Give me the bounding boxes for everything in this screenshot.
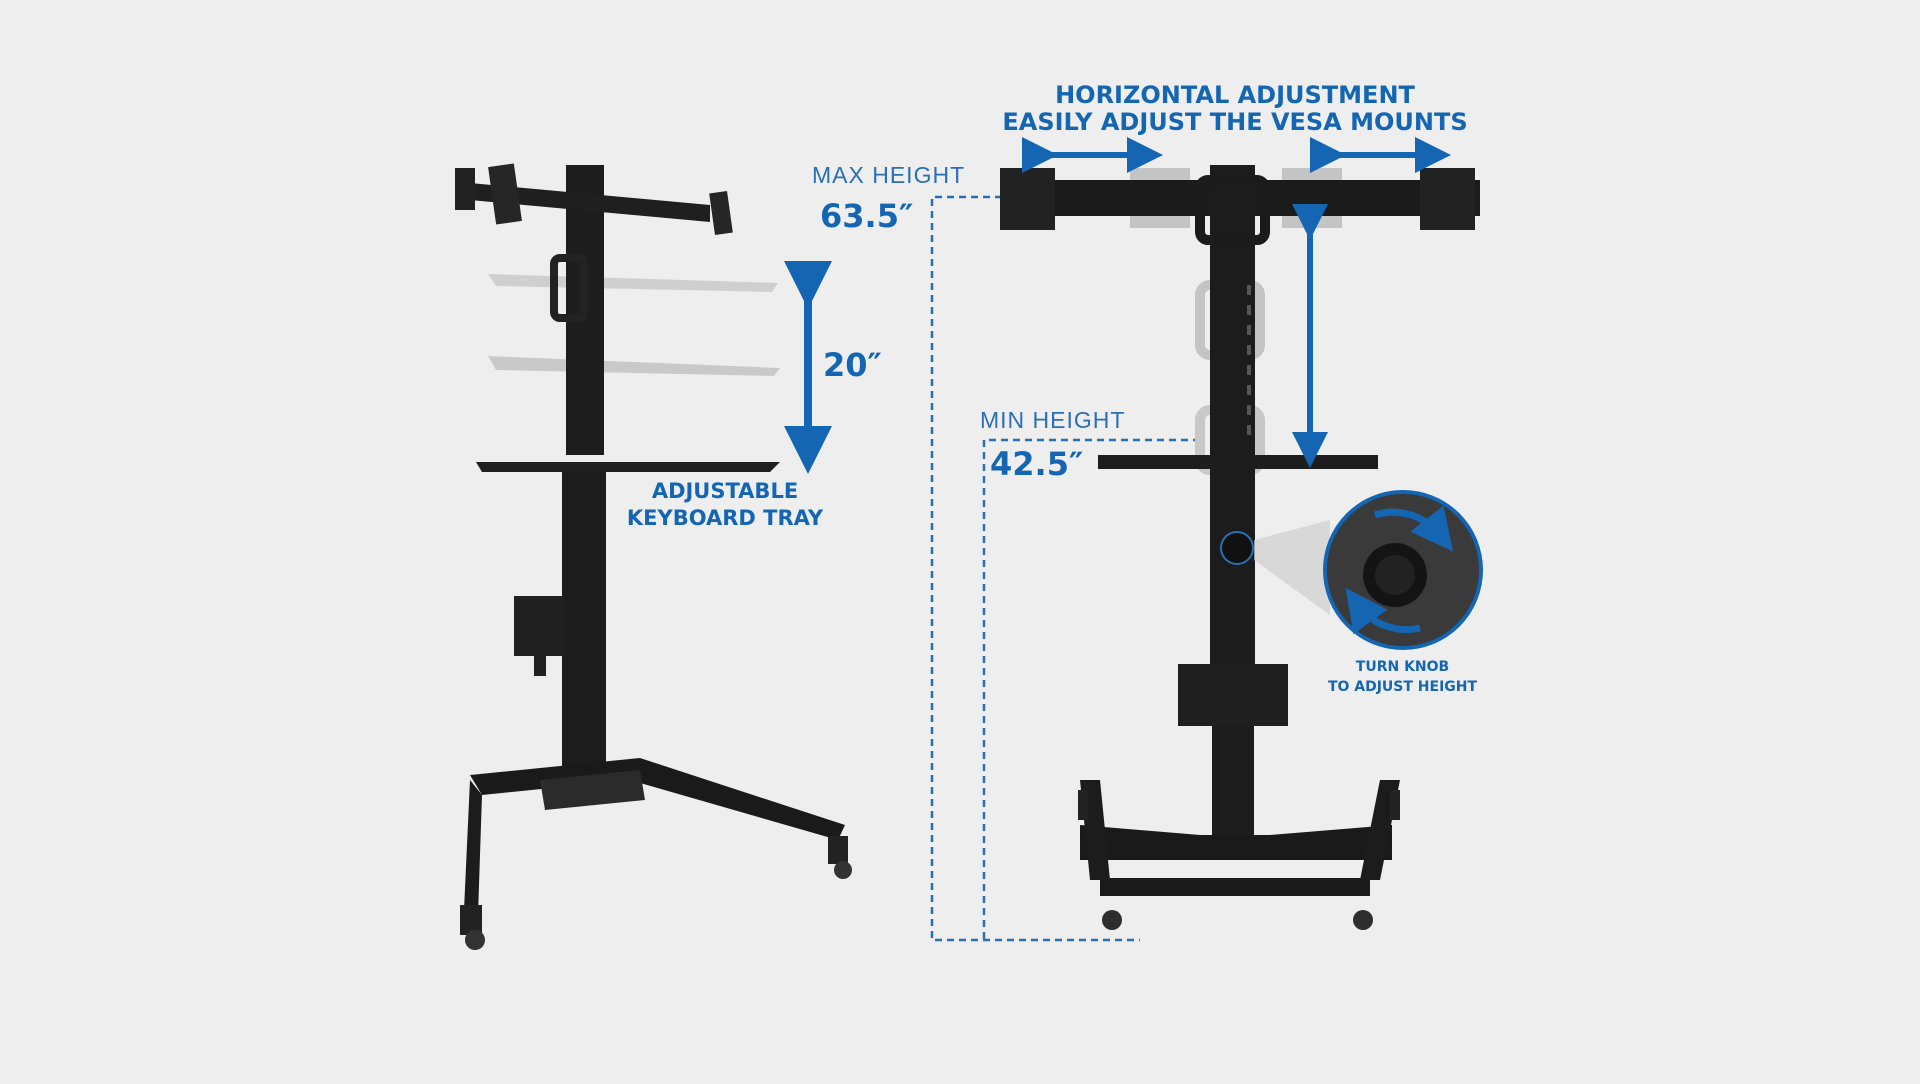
knob-label-line1: TURN KNOB [1355, 659, 1450, 675]
horizontal-title-line2: EASILY ADJUST THE VESA MOUNTS [1002, 108, 1468, 136]
keyboard-tray-front [1098, 455, 1378, 469]
rotate-arrows-icon [1373, 505, 1454, 552]
right-stand [930, 165, 1480, 942]
tray-label-line1: ADJUSTABLE [651, 479, 799, 503]
horizontal-adjustment-title: HORIZONTAL ADJUSTMENT EASILY ADJUST THE … [960, 82, 1510, 136]
knob-label: TURN KNOB TO ADJUST HEIGHT [1300, 657, 1505, 697]
max-height-label: MAX HEIGHT [812, 162, 966, 188]
horizontal-title-line1: HORIZONTAL ADJUSTMENT [1055, 81, 1415, 109]
keyboard-tray [476, 462, 780, 472]
rotate-arrows-icon [1345, 588, 1421, 635]
tray-label-line2: KEYBOARD TRAY [626, 506, 824, 530]
max-height-value: 63.5″ [820, 197, 914, 235]
tray-travel-value: 20″ [823, 346, 882, 384]
knob-label-line2: TO ADJUST HEIGHT [1327, 679, 1478, 695]
ghost-tray-upper [488, 274, 778, 292]
keyboard-tray-label: ADJUSTABLE KEYBOARD TRAY [610, 478, 840, 532]
min-height-dimension-line [982, 438, 1200, 940]
left-stand [455, 163, 852, 950]
knob-detail [1323, 490, 1483, 650]
ghost-tray-middle [488, 356, 780, 376]
max-height-dimension-line [930, 195, 1140, 942]
min-height-label: MIN HEIGHT [980, 407, 1126, 433]
min-height-value: 42.5″ [990, 445, 1084, 483]
